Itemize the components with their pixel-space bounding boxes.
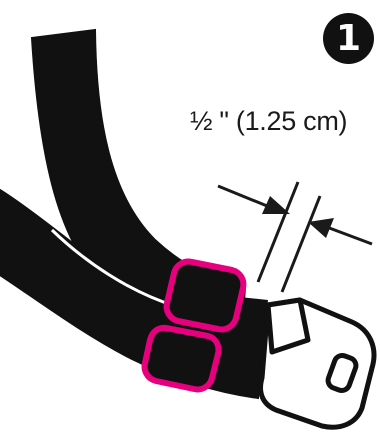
belt-positioning-clip (141, 258, 247, 393)
latch-slot (325, 353, 359, 393)
arrow-shaft-right (323, 224, 373, 246)
guide-line-right (280, 195, 322, 293)
buckle-latch-plate (258, 297, 377, 430)
arrow-shaft-left (217, 184, 273, 210)
guide-line-left (256, 181, 300, 283)
strap-separation-line (50, 228, 176, 308)
arrow-head-left-icon (262, 196, 290, 214)
measurement-label: ½ " (1.25 cm) (190, 106, 348, 136)
step-number: 1 (335, 17, 362, 59)
measurement-guide (217, 181, 373, 293)
arrow-head-right-icon (308, 218, 334, 238)
step-number-badge: 1 (323, 13, 374, 64)
